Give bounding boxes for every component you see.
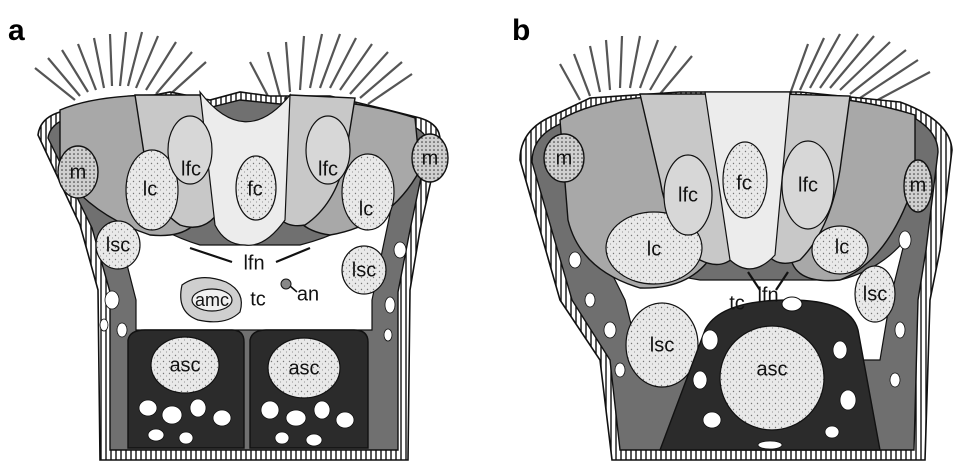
panel-a: a bbox=[8, 14, 448, 460]
label-fc-a: fc bbox=[247, 178, 263, 200]
label-m-right-b: m bbox=[910, 174, 927, 196]
label-tc-a: tc bbox=[250, 288, 266, 310]
label-lfc-right-a: lfc bbox=[318, 158, 338, 180]
label-asc-left-a: asc bbox=[169, 354, 200, 376]
small-cell-b bbox=[782, 297, 802, 311]
label-lc-right-b: lc bbox=[835, 236, 849, 258]
label-lc-left-a: lc bbox=[143, 178, 157, 200]
panel-letter-a: a bbox=[8, 14, 25, 47]
label-lc-left-b: lc bbox=[647, 238, 661, 260]
label-fc-b: fc bbox=[736, 172, 752, 194]
sensory-hairs-a bbox=[35, 32, 412, 104]
label-lsc-right-a: lsc bbox=[352, 259, 376, 281]
label-lfc-left-b: lfc bbox=[678, 184, 698, 206]
label-amc-a: amc bbox=[195, 290, 229, 310]
label-lfn-a: lfn bbox=[243, 252, 264, 274]
label-lc-right-a: lc bbox=[359, 198, 373, 220]
label-m-left-b: m bbox=[556, 147, 573, 169]
label-asc-right-a: asc bbox=[288, 357, 319, 379]
label-lsc-left-b: lsc bbox=[650, 334, 674, 356]
label-m-left-a: m bbox=[70, 161, 87, 183]
panel-b: b bbox=[512, 14, 952, 460]
label-m-right-a: m bbox=[422, 147, 439, 169]
label-tc-b: tc bbox=[729, 292, 745, 314]
label-asc-b: asc bbox=[756, 358, 787, 380]
label-an-a: an bbox=[297, 283, 319, 305]
an-dot-a bbox=[281, 279, 291, 289]
label-lfn-b: lfn bbox=[757, 284, 778, 306]
label-lfc-right-b: lfc bbox=[798, 174, 818, 196]
label-lsc-left-a: lsc bbox=[106, 234, 130, 256]
label-lfc-left-a: lfc bbox=[181, 158, 201, 180]
panel-letter-b: b bbox=[512, 14, 530, 47]
label-lsc-right-b: lsc bbox=[863, 283, 887, 305]
